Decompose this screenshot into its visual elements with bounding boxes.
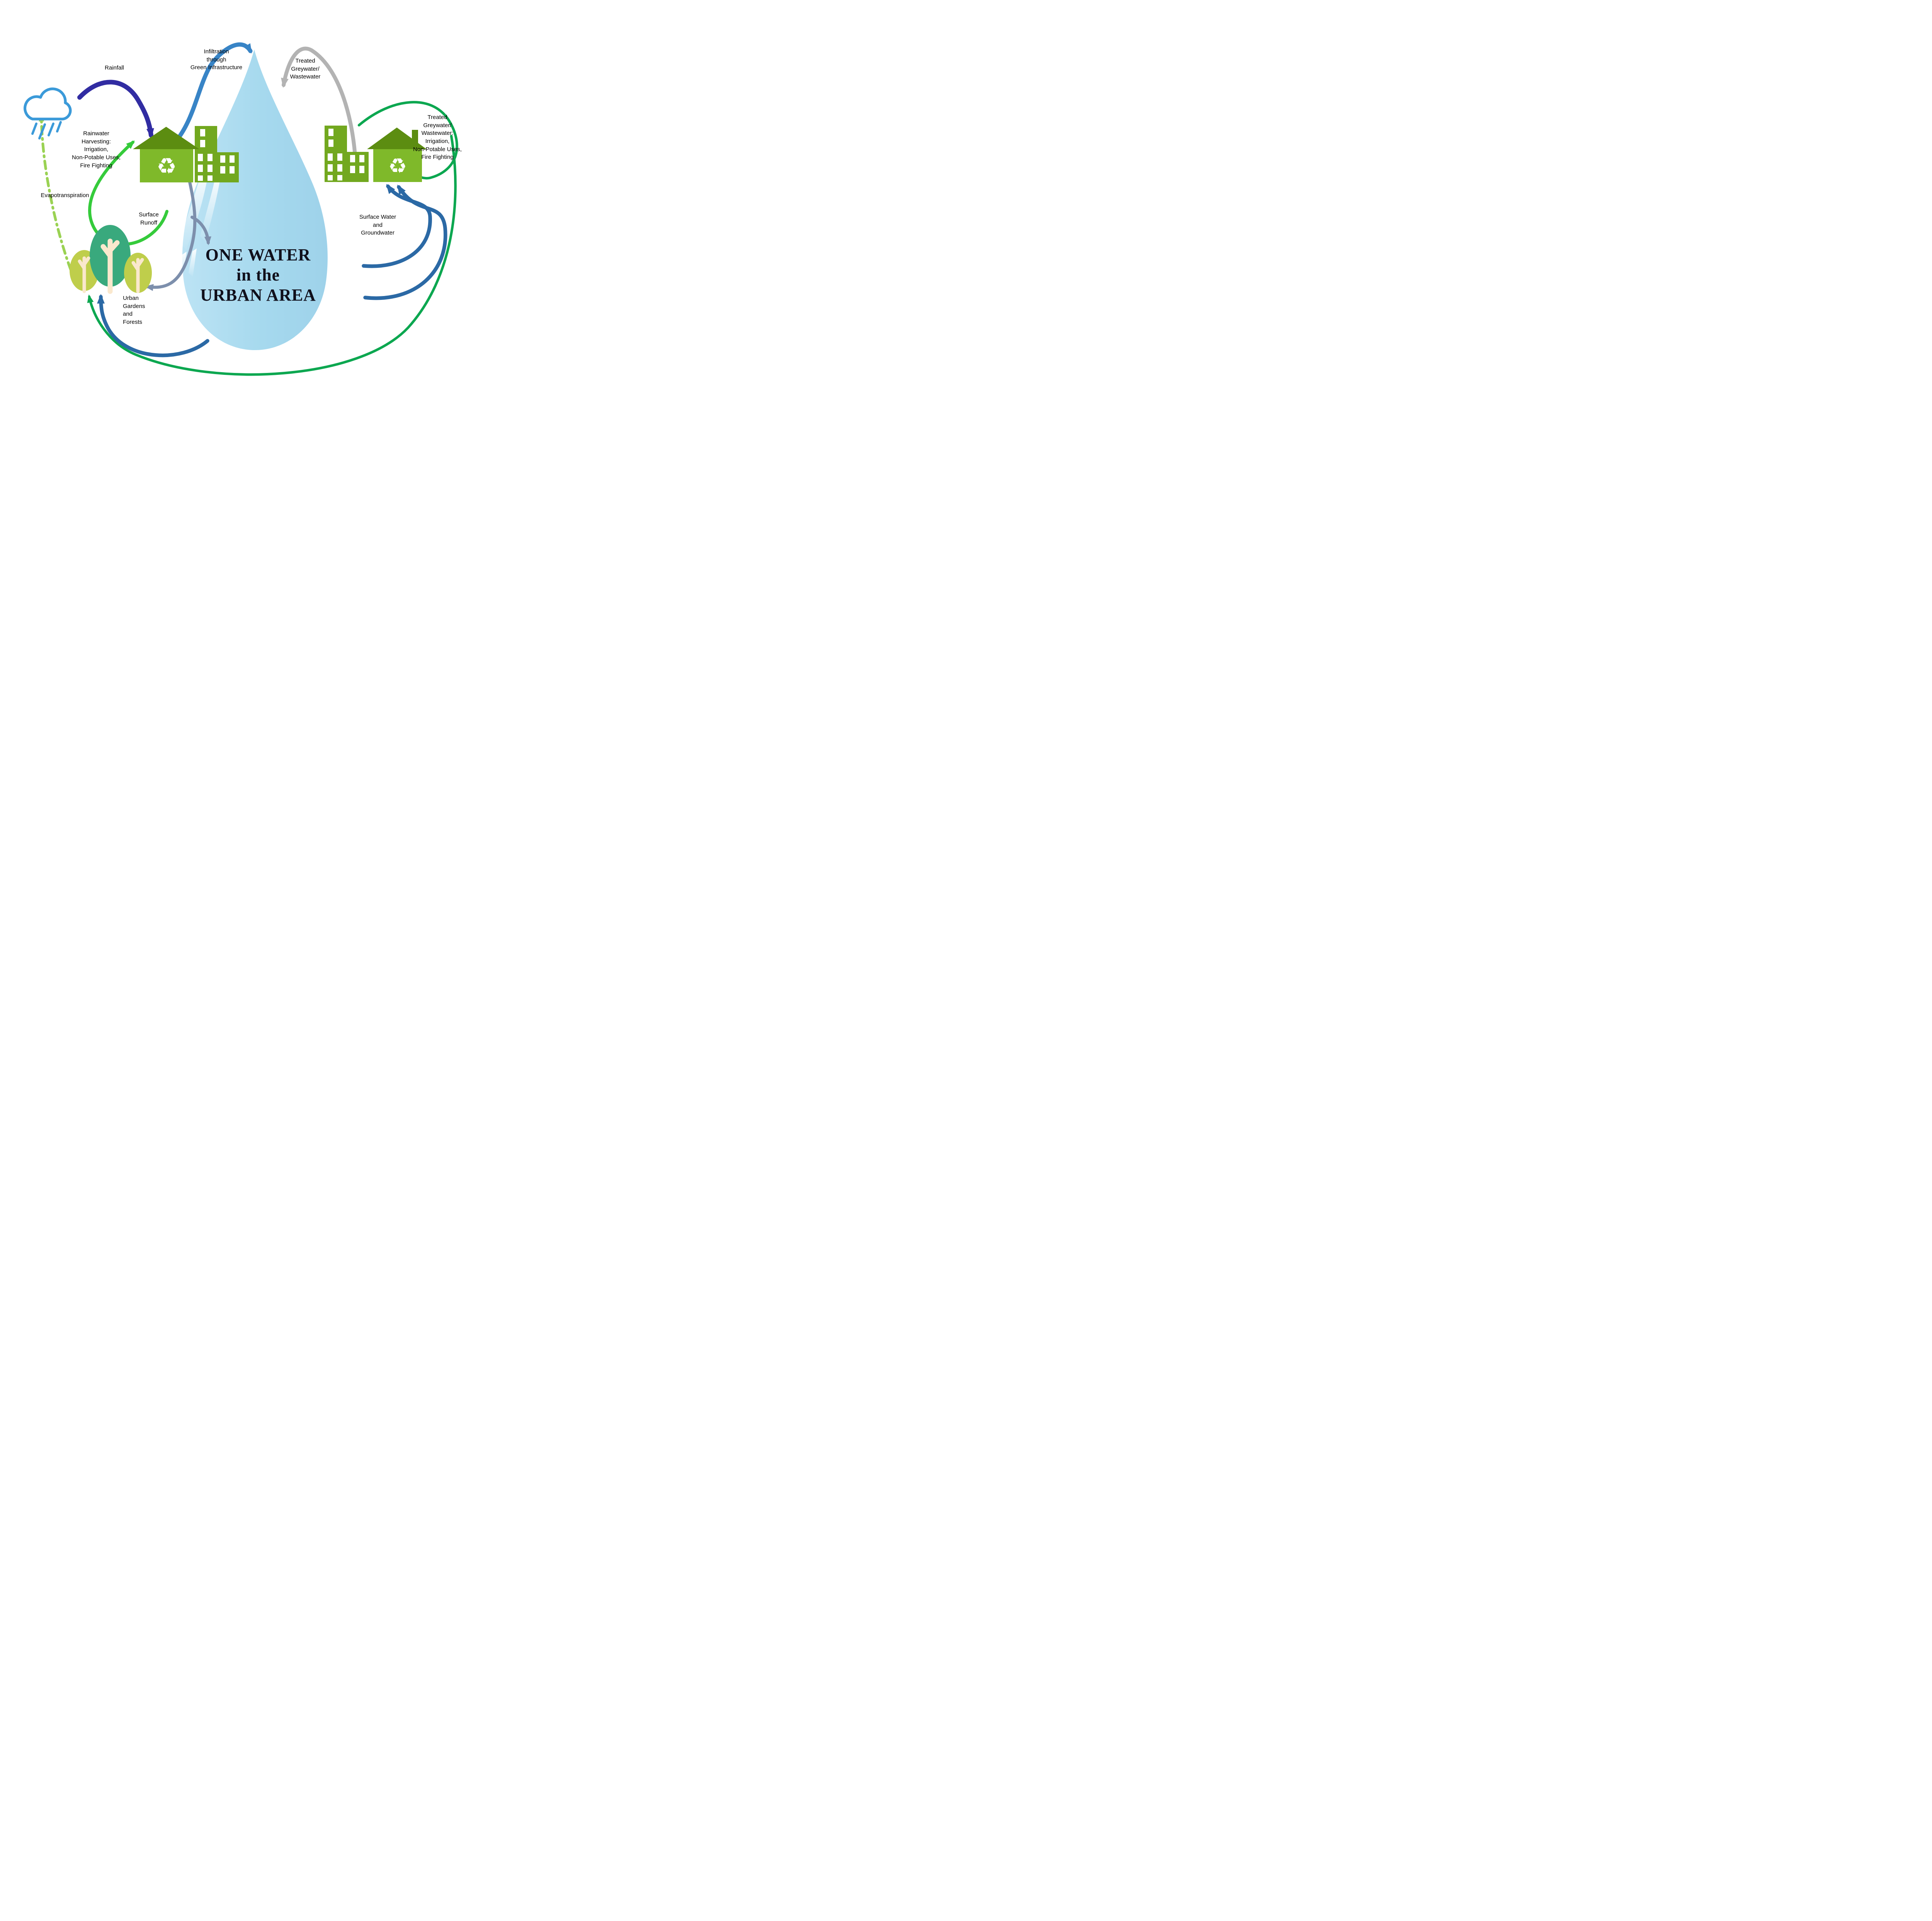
tree-trunk-center [100,238,120,294]
evapotranspiration-label: Evapotranspiration [41,192,89,199]
diagram-title: ONE WATER in the URBAN AREA [200,245,316,305]
infiltration-label: Infiltration through Green Infrastructur… [190,48,243,71]
droplet-highlight-4 [189,248,197,277]
right-house-roof [367,128,427,149]
right-recycle-icon: ♻ [388,154,407,178]
groundwater-arrow-lower [363,184,447,300]
tree-trunk-right [131,258,144,293]
left-house-roof [133,127,199,149]
left-green-buildings-icon: ♻ [133,126,239,182]
left-house-body [140,148,193,182]
one-water-diagram: ♻ ♻ [0,0,476,384]
surface-runoff-label: Surface Runoff [139,211,159,226]
rainfall-arrow [77,80,154,138]
droplet-to-gardens-arrow [97,294,209,357]
treated-greywater-right-label: Treated Greywater/ Wastewater: Irrigatio… [413,114,462,161]
right-green-buildings-icon: ♻ [325,126,427,182]
left-office-windows [198,129,235,181]
surface-runoff-line [145,180,197,291]
droplet-highlight-2 [200,175,221,242]
rain-cloud-icon [24,87,72,140]
tree-trunk-left [78,256,90,293]
tree-trunks [78,238,144,294]
rainfall-label: Rainfall [104,65,124,71]
left-recycle-icon: ♻ [156,153,177,179]
urban-trees-icon [70,225,152,294]
reuse-to-gardens-arrow [87,134,457,376]
treated-greywater-top-arrow [281,46,357,164]
rainwater-harvesting-label: Rainwater Harvesting: Irrigation, Non-Po… [72,130,121,169]
rain-streaks [31,121,62,140]
treated-greywater-top-label: Treated Greywater/ Wastewater [290,58,321,80]
surface-water-groundwater-label: Surface Water and Groundwater [359,214,396,237]
infiltration-arrow [166,42,253,151]
urban-gardens-label: Urban Gardens and Forests [123,295,145,326]
rainwater-harvesting-loop-arrow [88,140,168,246]
right-office-windows [328,129,364,180]
right-house-body [373,148,422,182]
groundwater-arrow-upper [362,184,432,268]
surface-runoff-branch-arrow [190,216,211,245]
diagram-canvas: ♻ ♻ [24,42,458,376]
droplet-body [182,49,328,350]
cloud-outline [24,87,72,121]
